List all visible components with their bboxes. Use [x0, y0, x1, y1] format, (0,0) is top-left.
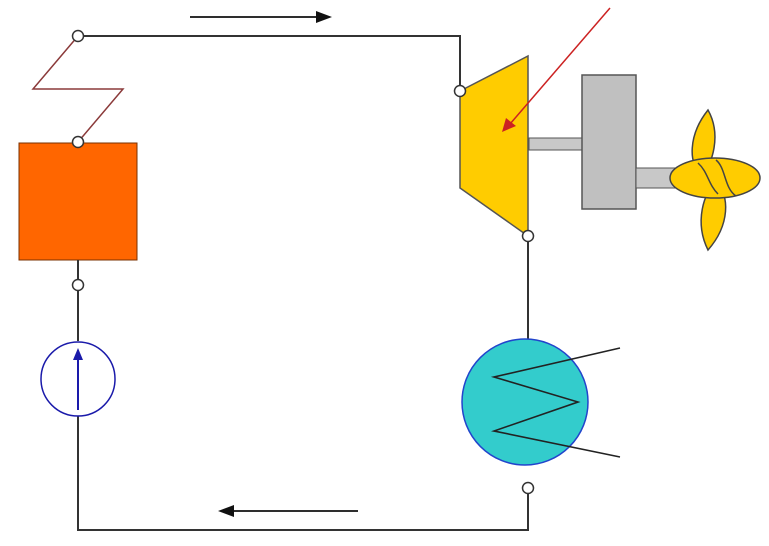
- node-superheater-outlet: [71, 29, 85, 43]
- pipe-nodes: [71, 29, 535, 495]
- pipe-network: [77, 35, 529, 531]
- node-boiler-inlet: [71, 278, 85, 292]
- turbine-shaft: [528, 137, 583, 151]
- propeller-icon: [669, 108, 761, 252]
- turbine-icon: [459, 54, 529, 238]
- node-boiler-outlet: [71, 135, 85, 149]
- pipe-top: [78, 35, 461, 91]
- flow-arrow-bottom: [218, 505, 358, 517]
- boiler-icon: [18, 142, 138, 261]
- superheater-coil-icon: [31, 35, 125, 143]
- pipe-bottom: [77, 416, 529, 531]
- node-condenser-outlet: [521, 481, 535, 495]
- condenser-icon: [461, 338, 621, 466]
- heat-input-arrow: [502, 7, 611, 132]
- flow-arrow-top: [190, 11, 332, 23]
- node-turbine-outlet: [521, 229, 535, 243]
- gearbox-icon: [581, 74, 637, 210]
- node-turbine-inlet: [453, 84, 467, 98]
- pump-icon: [40, 341, 116, 417]
